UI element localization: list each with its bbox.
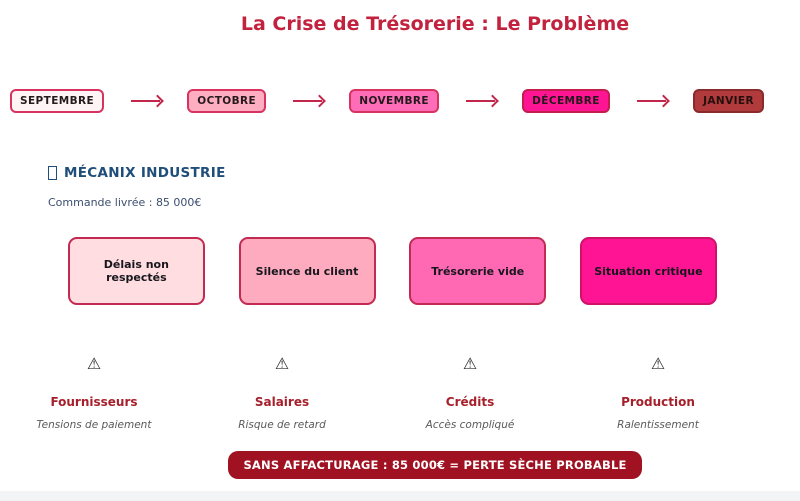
order-amount-text: Commande livrée : 85 000€	[48, 196, 202, 209]
warning-banner: SANS AFFACTURAGE : 85 000€ = PERTE SÈCHE…	[228, 451, 642, 479]
warning-icon: ⚠	[650, 354, 666, 373]
impact-item: ⚠ Salaires Risque de retard	[188, 354, 376, 431]
warning-icon: ⚠	[274, 354, 290, 373]
impact-item: ⚠ Crédits Accès compliqué	[376, 354, 564, 431]
arrow-right-icon	[465, 94, 500, 108]
warning-icon: ⚠	[86, 354, 102, 373]
company-name-row: MÉCANIX INDUSTRIE	[48, 165, 226, 181]
stage-box: Situation critique	[579, 237, 717, 305]
impact-title: Fournisseurs	[50, 395, 138, 409]
timeline-month-badge: NOVEMBRE	[349, 89, 439, 113]
impact-title: Salaires	[254, 395, 310, 409]
arrow-head	[313, 94, 327, 108]
arrow-head	[151, 94, 165, 108]
arrow-right-icon	[636, 94, 670, 108]
arrow-right-icon	[293, 94, 327, 108]
timeline-month-badge: DÉCEMBRE	[522, 89, 610, 113]
stage-box: Délais non respectés	[67, 237, 205, 305]
impact-item: ⚠ Fournisseurs Tensions de paiement	[0, 354, 188, 431]
impact-detail: Accès compliqué	[425, 419, 515, 431]
page-background-strip	[0, 491, 800, 501]
impact-title: Production	[621, 395, 695, 409]
arrow-right-icon	[131, 94, 165, 108]
timeline-month-badge: SEPTEMBRE	[10, 89, 105, 113]
impacts-row: ⚠ Fournisseurs Tensions de paiement ⚠ Sa…	[0, 354, 752, 431]
impact-detail: Ralentissement	[617, 419, 699, 431]
timeline-month-badge: JANVIER	[693, 89, 764, 113]
stage-box: Silence du client	[238, 237, 376, 305]
impact-title: Crédits	[445, 395, 495, 409]
warning-icon: ⚠	[462, 354, 478, 373]
impact-item: ⚠ Production Ralentissement	[564, 354, 752, 431]
impact-detail: Risque de retard	[238, 419, 326, 431]
banner-row: SANS AFFACTURAGE : 85 000€ = PERTE SÈCHE…	[70, 451, 800, 479]
page-title: La Crise de Trésorerie : Le Problème	[240, 13, 630, 35]
company-block: MÉCANIX INDUSTRIE Commande livrée : 85 0…	[48, 165, 226, 209]
factory-icon	[48, 166, 57, 180]
arrow-head	[486, 94, 500, 108]
impact-detail: Tensions de paiement	[36, 419, 152, 431]
arrow-head	[657, 94, 670, 108]
stage-boxes-row: Délais non respectés Silence du client Tré…	[51, 237, 734, 305]
timeline: SEPTEMBRE OCTOBRE NOVEMBRE DÉCEMBRE JANV…	[10, 89, 764, 113]
stage-box: Trésorerie vide	[409, 237, 547, 305]
timeline-month-badge: OCTOBRE	[187, 89, 267, 113]
company-name: MÉCANIX INDUSTRIE	[64, 165, 226, 181]
